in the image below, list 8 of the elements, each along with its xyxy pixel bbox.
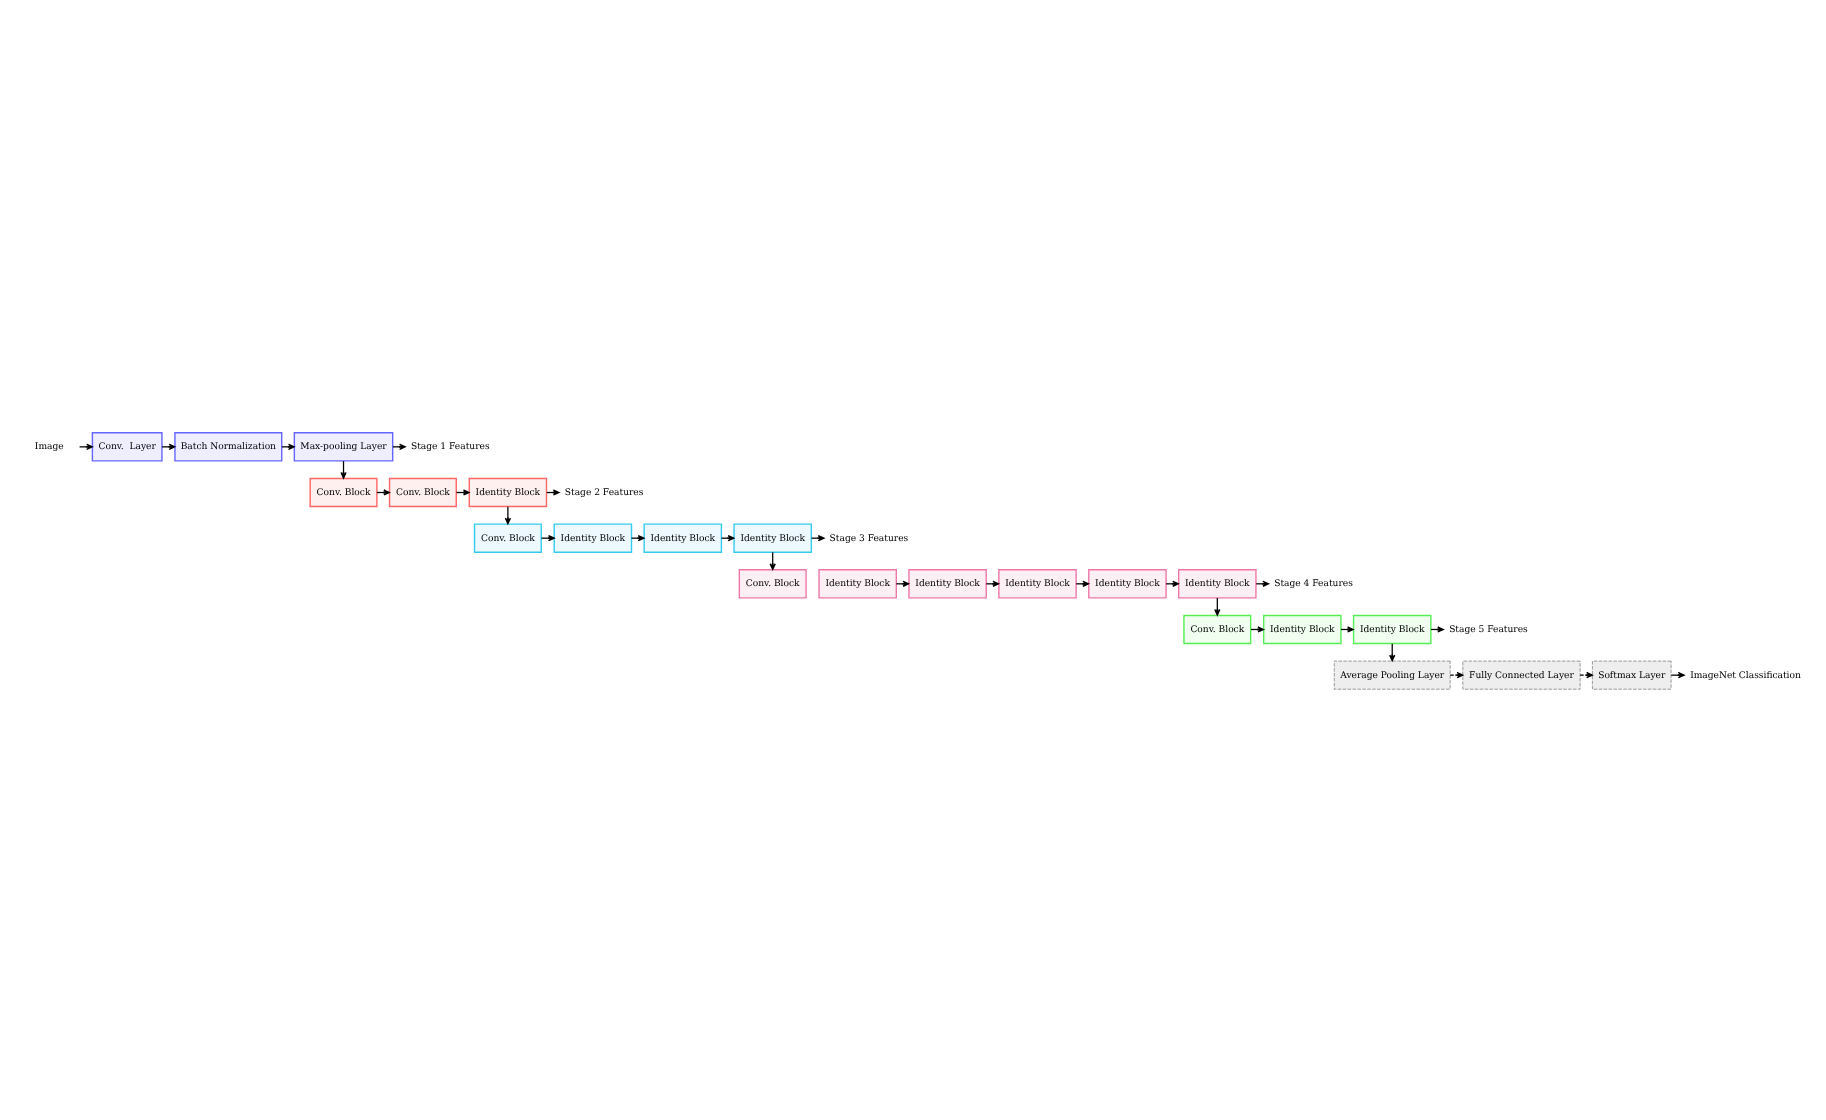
arrow <box>1579 671 1593 678</box>
arrow <box>1449 671 1464 678</box>
arrow <box>392 442 406 449</box>
arrow <box>161 442 176 449</box>
arrow <box>1670 671 1685 678</box>
arrow <box>78 442 93 449</box>
arrow <box>504 505 512 524</box>
arrow <box>281 442 295 449</box>
